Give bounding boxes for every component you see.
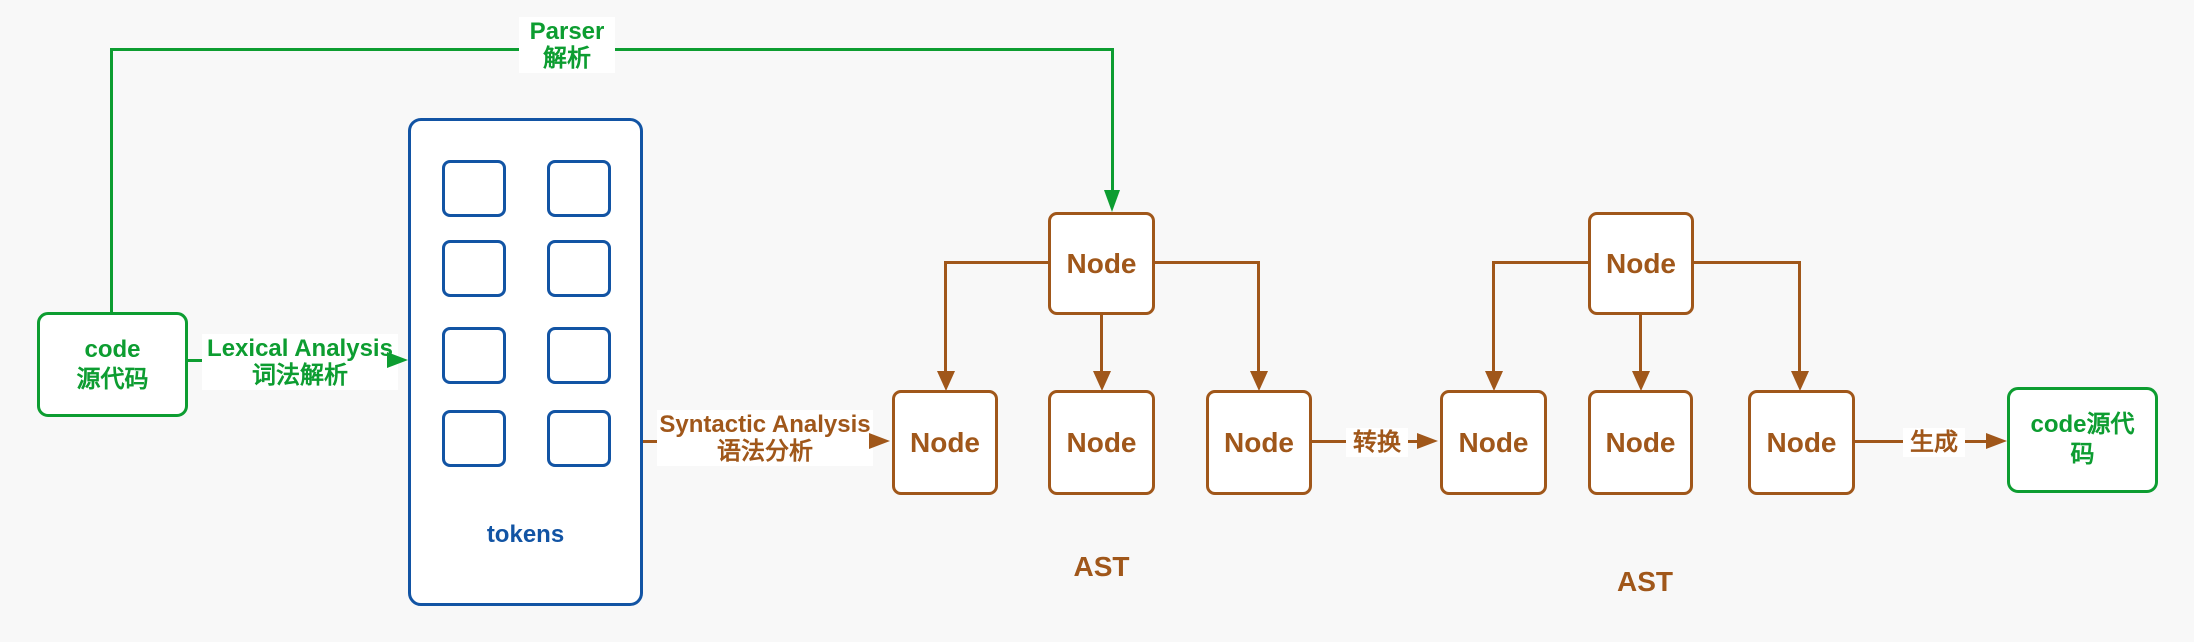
generate-label-zh: 生成 (1910, 429, 1958, 456)
source-code-box: code 源代码 (37, 312, 188, 417)
syntactic-edge-label: Syntactic Analysis 语法分析 (657, 410, 873, 466)
transform-label-zh: 转换 (1353, 429, 1401, 456)
transform-edge-label: 转换 (1346, 428, 1408, 457)
token-square (442, 240, 506, 297)
output-code-box: code源代 码 (2007, 387, 2158, 493)
ast2-child-node-3: Node (1748, 390, 1855, 495)
syntactic-arrowhead-right-icon (869, 433, 890, 449)
ast1-right-connector-h (1153, 261, 1260, 264)
ast1-left-arrowhead-down-icon (937, 371, 955, 391)
ast2-child-node-2: Node (1588, 390, 1693, 495)
ast2-left-arrowhead-down-icon (1485, 371, 1503, 391)
ast2-left-connector-h (1494, 261, 1588, 264)
ast2-middle-connector-v (1639, 315, 1642, 371)
ast2-caption: AST (1617, 566, 1673, 597)
node-label: Node (1066, 426, 1137, 458)
ast2-root-node: Node (1588, 212, 1694, 315)
syntactic-label-zh: 语法分析 (717, 438, 813, 465)
lexical-label-zh: 词法解析 (252, 362, 348, 389)
token-square (547, 327, 611, 384)
ast1-child-node-2: Node (1048, 390, 1155, 495)
tokens-label: tokens (486, 521, 565, 548)
lexical-edge-label: Lexical Analysis 词法解析 (202, 334, 398, 390)
node-label: Node (1606, 247, 1676, 279)
ast2-right-connector-h (1694, 261, 1801, 264)
token-square (442, 410, 506, 467)
parser-label-en: Parser (529, 18, 605, 45)
generate-edge-label: 生成 (1903, 428, 1965, 457)
node-label: Node (1766, 426, 1837, 458)
node-label: Node (1605, 426, 1676, 458)
ast1-middle-connector-v (1100, 315, 1103, 371)
ast1-caption: AST (1073, 551, 1130, 582)
tokens-container-box: tokens (408, 118, 643, 606)
parser-path-left-vertical-line (110, 49, 113, 312)
node-label: Node (1458, 426, 1529, 458)
token-square (442, 327, 506, 384)
parser-path-right-vertical-line (1111, 48, 1114, 192)
token-square (442, 160, 506, 217)
ast1-right-arrowhead-down-icon (1250, 371, 1268, 391)
ast1-left-connector-h (946, 261, 1048, 264)
node-label: Node (1066, 247, 1137, 279)
transform-arrowhead-right-icon (1417, 433, 1438, 449)
source-code-line2: 源代码 (76, 365, 149, 393)
lexical-label-en: Lexical Analysis (207, 335, 393, 362)
ast2-child-node-1: Node (1440, 390, 1547, 495)
ast1-child-node-3: Node (1206, 390, 1312, 495)
parser-edge-label: Parser 解析 (519, 17, 615, 73)
ast1-right-connector-v (1257, 261, 1260, 371)
token-square (547, 240, 611, 297)
lexical-arrowhead-right-icon (387, 352, 408, 368)
ast2-middle-arrowhead-down-icon (1632, 371, 1650, 391)
output-code-line2: 码 (2070, 441, 2095, 468)
ast1-middle-arrowhead-down-icon (1093, 371, 1111, 391)
ast1-child-node-1: Node (892, 390, 998, 495)
ast1-left-connector-v (944, 261, 947, 371)
generate-arrowhead-right-icon (1986, 433, 2007, 449)
parser-label-zh: 解析 (543, 45, 591, 72)
source-code-line1: code (84, 335, 141, 363)
ast2-right-arrowhead-down-icon (1791, 371, 1809, 391)
node-label: Node (910, 426, 980, 458)
parser-arrowhead-down-icon (1104, 190, 1120, 212)
ast1-root-node: Node (1048, 212, 1155, 315)
ast2-left-connector-v (1492, 261, 1495, 371)
output-code-line1: code源代 (2030, 411, 2135, 438)
ast2-right-connector-v (1798, 261, 1801, 371)
token-square (547, 410, 611, 467)
node-label: Node (1224, 426, 1294, 458)
syntactic-label-en: Syntactic Analysis (659, 411, 871, 438)
token-square (547, 160, 611, 217)
